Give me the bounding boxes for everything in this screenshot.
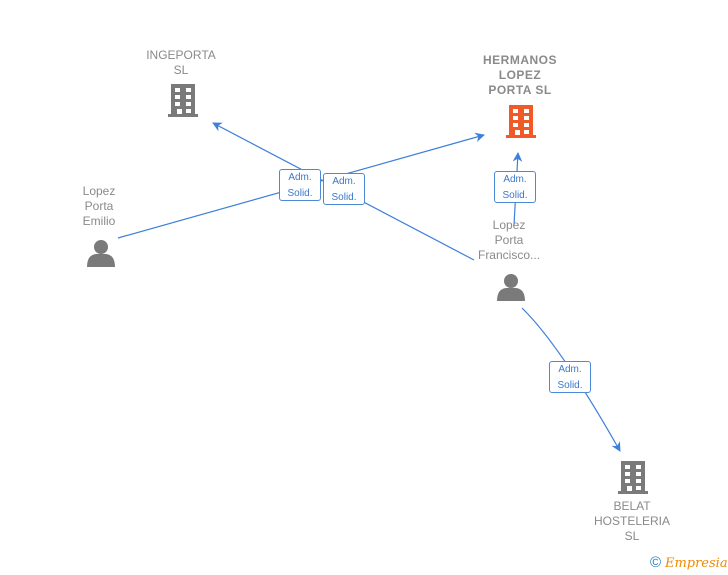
edge-label-line2: Solid.	[502, 190, 528, 201]
brand-watermark: © Empresia	[650, 554, 728, 571]
building-icon-highlight[interactable]	[506, 105, 536, 138]
edge-label-line2: Solid.	[331, 192, 357, 203]
copyright-icon: ©	[650, 554, 662, 571]
company-label-belat-hosteleria[interactable]: BELAT HOSTELERIA SL	[593, 499, 671, 543]
edge-label-line1: Adm.	[558, 364, 582, 375]
person-icon[interactable]	[497, 274, 525, 301]
edge-label-role[interactable]: Adm. Solid.	[323, 173, 365, 205]
edge-label-line2: Solid.	[287, 188, 313, 199]
edge-label-line1: Adm.	[332, 176, 356, 187]
person-icon[interactable]	[87, 240, 115, 267]
edge-label-role[interactable]: Adm. Solid.	[494, 171, 536, 203]
building-icon[interactable]	[168, 84, 198, 117]
person-label-lopez-porta-francisco[interactable]: Lopez Porta Francisco...	[477, 218, 540, 262]
brand-name: Empresia	[664, 556, 728, 571]
edge-label-role[interactable]: Adm. Solid.	[279, 169, 321, 201]
edge-label-line1: Adm.	[503, 174, 527, 185]
edge-label-line2: Solid.	[557, 380, 583, 391]
edge-label-line1: Adm.	[288, 172, 312, 183]
edge-label-role[interactable]: Adm. Solid.	[549, 361, 591, 393]
building-icon[interactable]	[618, 461, 648, 494]
company-label-hermanos-lopez-porta[interactable]: HERMANOS LOPEZ PORTA SL	[482, 53, 557, 97]
person-label-lopez-porta-emilio[interactable]: Lopez Porta Emilio	[82, 184, 116, 228]
company-label-ingeporta[interactable]: INGEPORTA SL	[146, 48, 216, 77]
